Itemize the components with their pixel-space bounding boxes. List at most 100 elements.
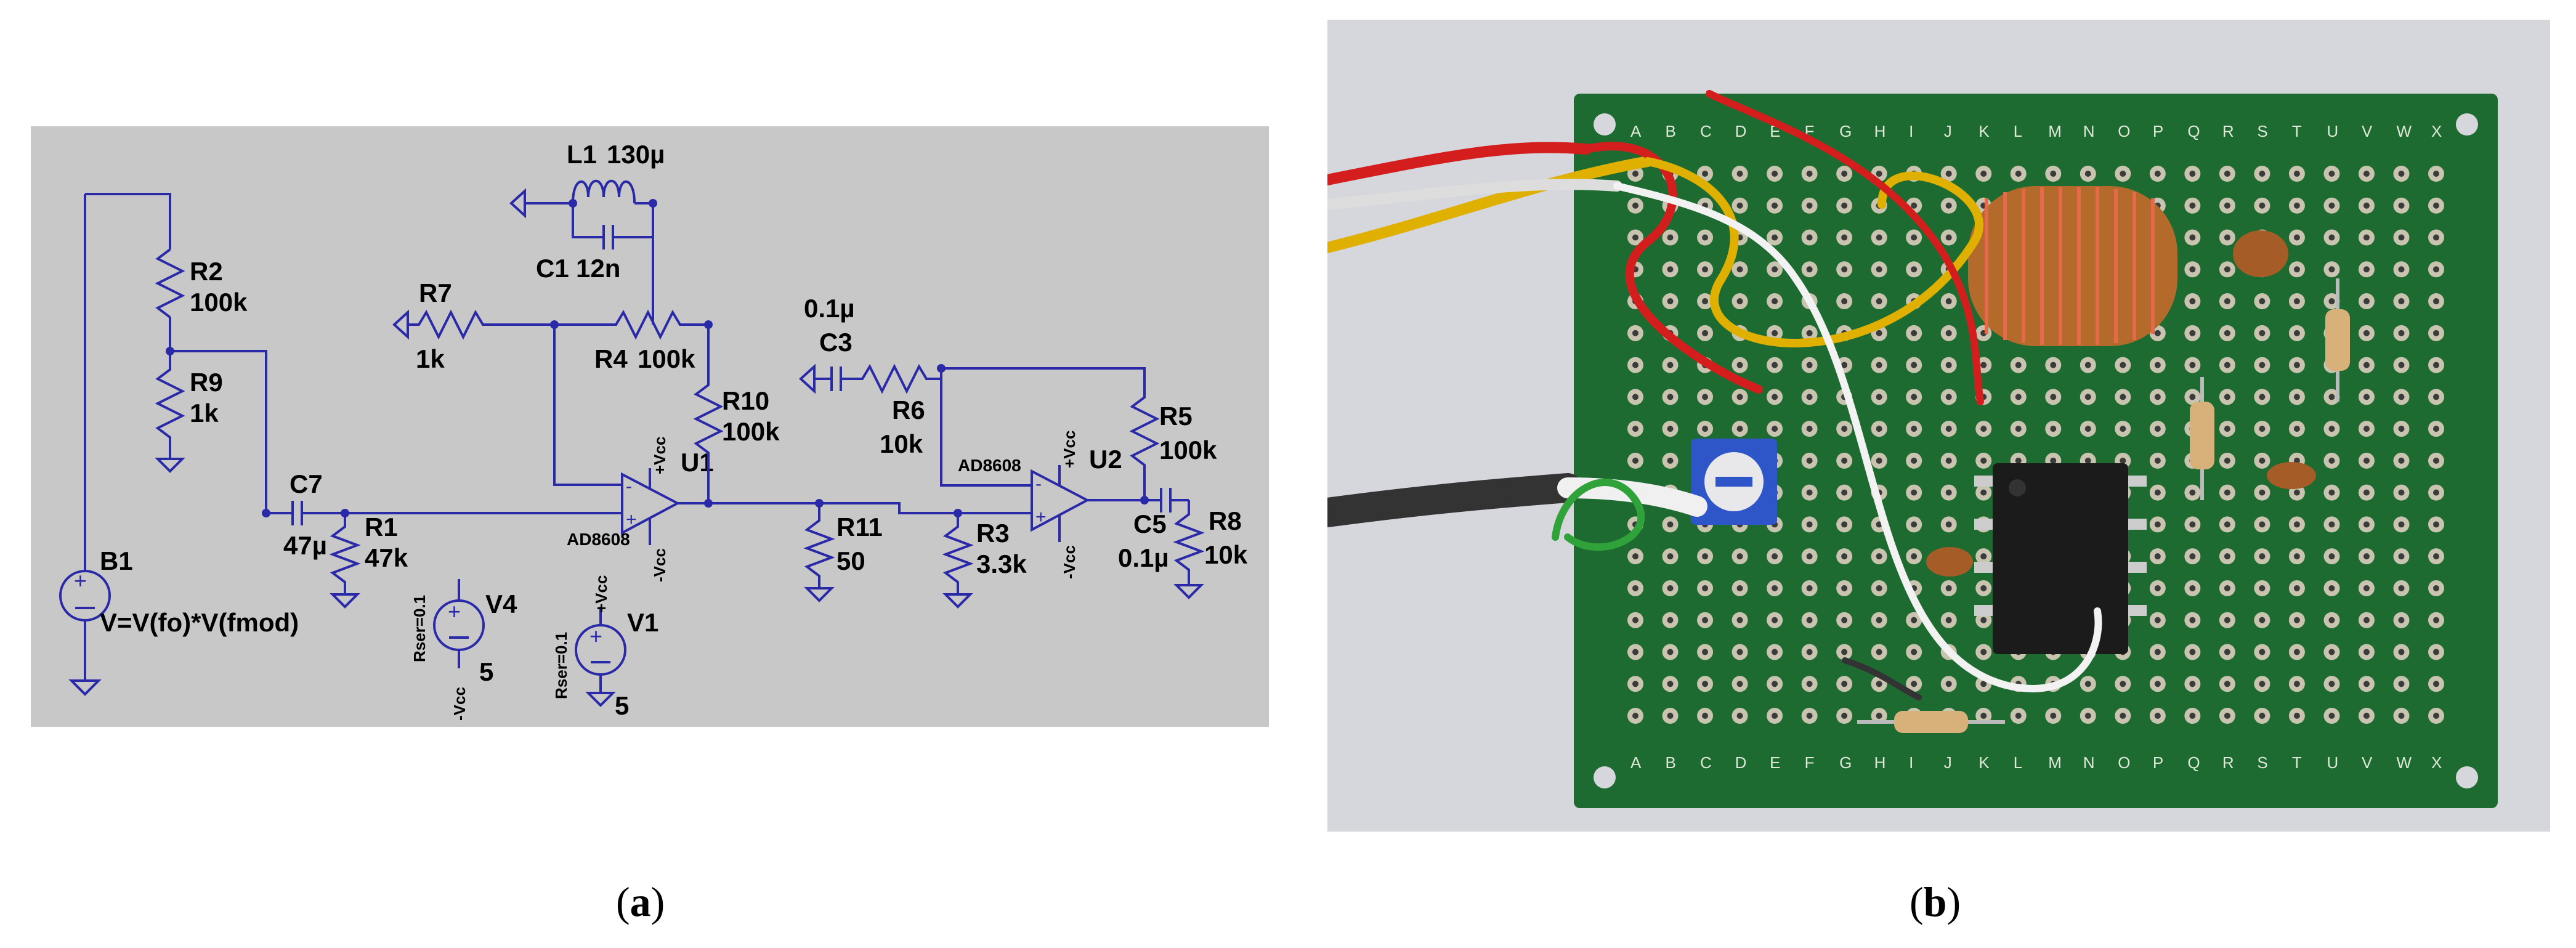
svg-text:+Vcc: +Vcc <box>592 575 610 613</box>
board-letter: C <box>1700 753 1712 772</box>
board-letter: U <box>2327 122 2338 140</box>
svg-text:+: + <box>589 623 602 649</box>
r6-ref: R6 <box>892 395 925 424</box>
board-letter: T <box>2292 122 2302 140</box>
r3-ref: R3 <box>976 519 1010 548</box>
b1-ref: B1 <box>100 546 133 575</box>
r11-value: 50 <box>836 546 865 575</box>
r10-resistor: R10 100k <box>693 325 780 503</box>
v1-supply: + V1 5 Rser=0.1 +Vcc <box>552 575 658 720</box>
c1-ref: C1 <box>536 254 569 283</box>
r8-value: 10k <box>1204 540 1248 569</box>
u1-part: AD8608 <box>567 530 630 549</box>
board-letter: X <box>2431 122 2442 140</box>
board-letter: A <box>1630 753 1642 772</box>
c5-value: 0.1µ <box>1118 543 1169 572</box>
r7-ref: R7 <box>419 278 452 307</box>
r8-ref: R8 <box>1209 506 1242 535</box>
resistor <box>1857 711 2005 733</box>
ceramic-capacitor <box>2267 462 2316 489</box>
board-letter: L <box>2014 753 2022 772</box>
schematic-panel: + B1 V=V(fo)*V(fmod) R2 100k R9 1k C7 47… <box>31 126 1269 727</box>
svg-text:-Vcc: -Vcc <box>650 548 669 582</box>
board-letter: B <box>1666 753 1676 772</box>
board-letter: L <box>2014 122 2022 140</box>
board-letter: W <box>2396 753 2412 772</box>
board-letter: N <box>2083 753 2095 772</box>
v4-ref: V4 <box>485 589 517 618</box>
u2-part: AD8608 <box>958 456 1021 475</box>
c5-ref: C5 <box>1133 509 1167 538</box>
r4-ref: R4 <box>594 344 628 373</box>
svg-text:-: - <box>1035 474 1042 494</box>
u2-ref: U2 <box>1089 445 1122 474</box>
resistor <box>2190 377 2214 500</box>
u1-opamp: - + U1 AD8608 +Vcc -Vcc <box>567 437 714 582</box>
c5-capacitor: C5 0.1µ <box>1118 488 1189 572</box>
c7-ref: C7 <box>290 469 323 498</box>
c3-value: 0.1µ <box>804 294 855 323</box>
b1-expr: V=V(fo)*V(fmod) <box>100 608 299 637</box>
board-letter: O <box>2118 753 2130 772</box>
v4-value: 5 <box>479 657 493 686</box>
board-letter: V <box>2362 122 2373 140</box>
svg-text:+: + <box>1035 507 1047 527</box>
v1-ref: V1 <box>627 608 658 637</box>
board-letter: M <box>2048 753 2062 772</box>
r1-ref: R1 <box>365 512 398 541</box>
board-letter: I <box>1909 753 1913 772</box>
board-letter: H <box>1874 753 1886 772</box>
board-letter: H <box>1874 122 1886 140</box>
svg-text:+: + <box>448 599 461 624</box>
board-letter: A <box>1630 122 1642 140</box>
opamp-ic-chip <box>1974 463 2147 654</box>
svg-text:+Vcc: +Vcc <box>1060 431 1079 468</box>
u2-opamp: - + U2 AD8608 +Vcc -Vcc <box>958 431 1122 579</box>
board-letter: R <box>2222 753 2234 772</box>
board-letter: K <box>1979 122 1990 140</box>
v1-value: 5 <box>615 691 629 720</box>
r4-resistor: R4 100k <box>554 309 708 373</box>
r2-ref: R2 <box>190 257 223 286</box>
board-letter: D <box>1735 753 1747 772</box>
r5-value: 100k <box>1159 436 1217 464</box>
board-letter: U <box>2327 753 2338 772</box>
board-letter: B <box>1666 122 1676 140</box>
board-letter: F <box>1805 753 1815 772</box>
r7-value: 1k <box>416 344 445 373</box>
svg-text:-Vcc: -Vcc <box>450 687 469 721</box>
board-letter: S <box>2257 753 2267 772</box>
r2-resistor: R2 100k <box>155 248 248 351</box>
r11-resistor: R11 50 <box>803 503 883 602</box>
r11-ref: R11 <box>836 512 883 541</box>
r9-value: 1k <box>190 399 219 427</box>
caption-b: (b) <box>1910 878 1961 925</box>
r10-ref: R10 <box>722 386 769 415</box>
schematic-diagram: + B1 V=V(fo)*V(fmod) R2 100k R9 1k C7 47… <box>59 140 1248 721</box>
r8-resistor: R8 10k <box>1173 500 1248 599</box>
r5-resistor: R5 100k <box>941 367 1217 500</box>
r10-value: 100k <box>722 417 780 446</box>
resistor <box>2325 278 2350 402</box>
board-letter: K <box>1979 753 1990 772</box>
trim-potentiometer <box>1691 439 1777 525</box>
c1-value: 12n <box>576 254 620 283</box>
board-letter: I <box>1909 122 1913 140</box>
c7-value: 47µ <box>283 531 327 560</box>
ceramic-capacitor <box>2233 230 2288 277</box>
board-letter: Q <box>2187 753 2200 772</box>
v4-rser: Rser=0.1 <box>410 595 429 662</box>
jumper-wires <box>1327 90 2102 700</box>
board-letter: T <box>2292 753 2302 772</box>
board-letter: C <box>1700 122 1712 140</box>
v4-supply: + V4 5 Rser=0.1 -Vcc <box>410 579 517 721</box>
r4-value: 100k <box>638 344 695 373</box>
board-letter: N <box>2083 122 2095 140</box>
r9-resistor: R9 1k <box>155 351 223 473</box>
r1-value: 47k <box>365 543 408 572</box>
r3-resistor: R3 3.3k <box>942 513 1027 609</box>
